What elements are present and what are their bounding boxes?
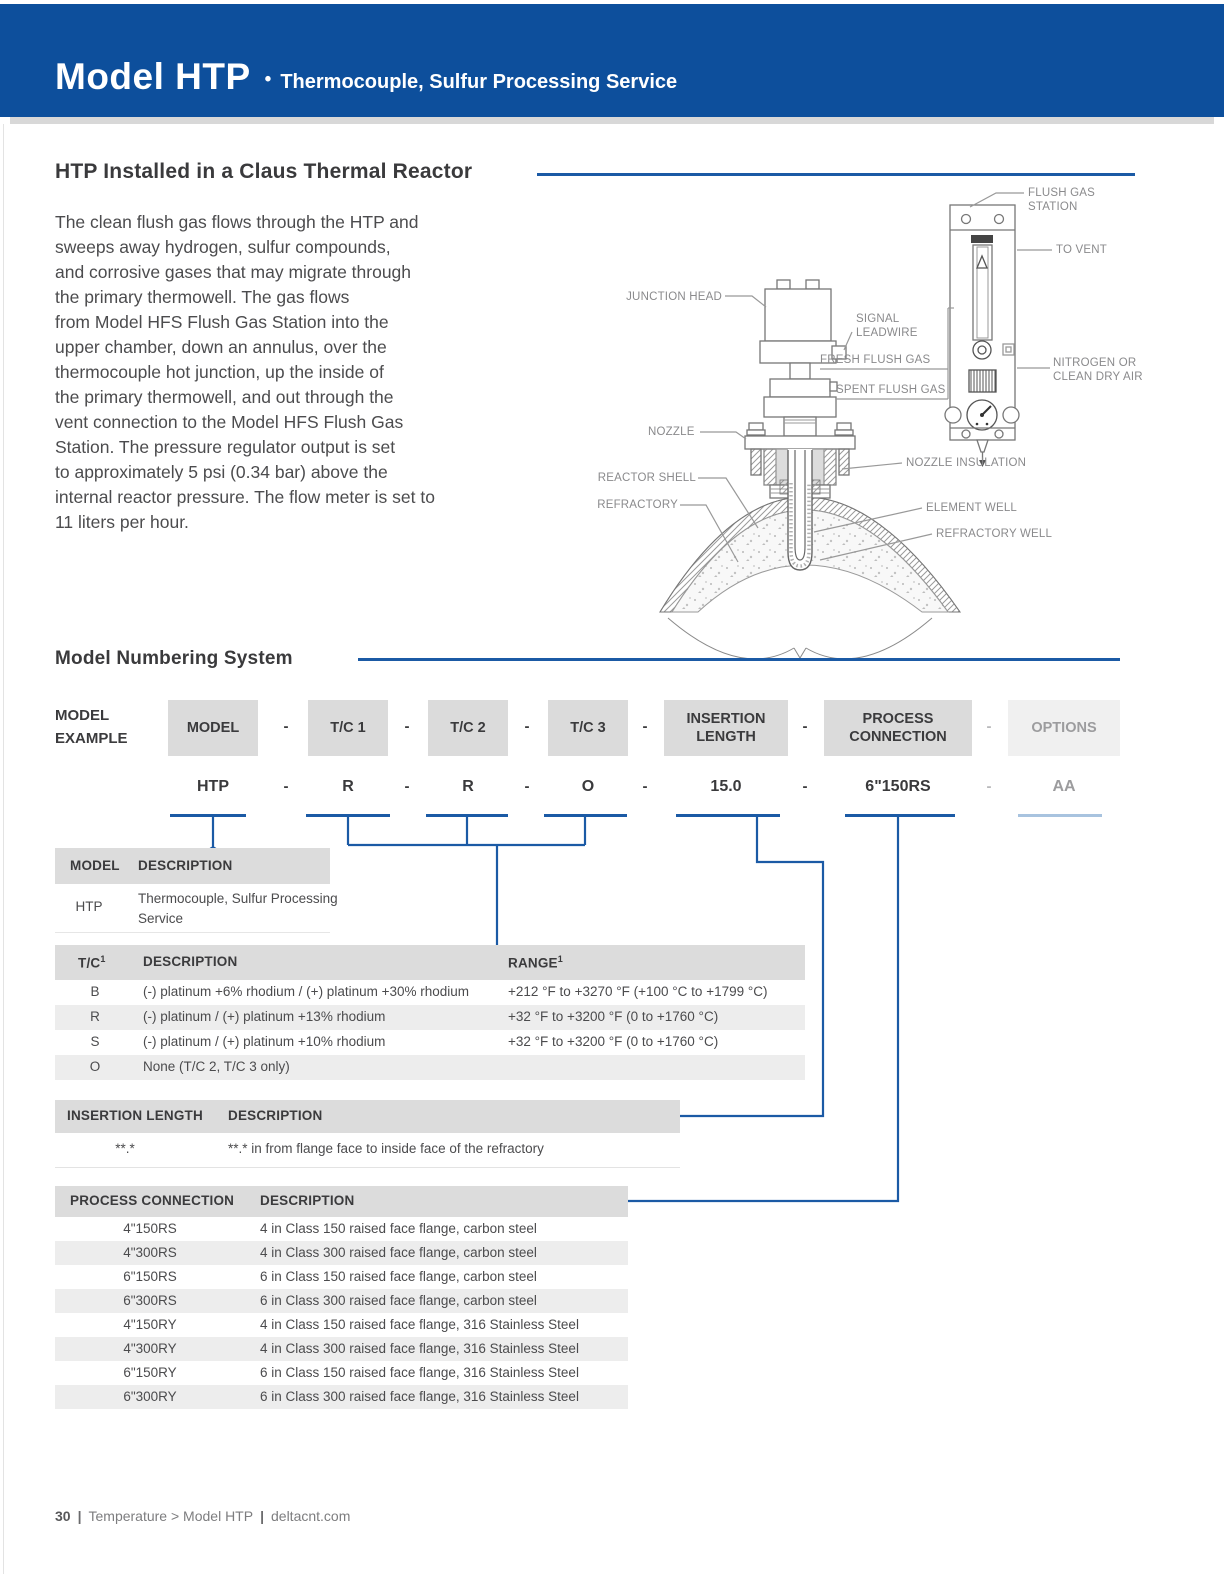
box-dash: - <box>642 718 648 735</box>
page-edge-line <box>3 124 4 1574</box>
label-nozzle: NOZZLE <box>648 426 695 438</box>
options-box: OPTIONS <box>1008 700 1120 756</box>
tc1-value: R <box>342 778 354 795</box>
section-heading-numbering: Model Numbering System <box>55 648 293 669</box>
process-row: 4"150RS 4 in Class 150 raised face flang… <box>123 1221 537 1236</box>
box-dash: - <box>283 718 289 735</box>
underline-tc3 <box>544 814 627 817</box>
process-row: 6"150RS 6 in Class 150 raised face flang… <box>123 1269 537 1284</box>
value-dash: - <box>524 778 530 795</box>
underline-tc1 <box>306 814 390 817</box>
insertion-length-box: INSERTION LENGTH <box>664 700 788 756</box>
model-table-header: MODEL DESCRIPTION <box>55 848 330 884</box>
label-nozzle-insulation: NOZZLE INSULATION <box>906 457 1027 469</box>
heading-rule <box>537 173 1135 176</box>
intro-paragraph: The clean flush gas flows through the HT… <box>55 212 435 532</box>
tc-row-s: S (-) platinum / (+) platinum +10% rhodi… <box>90 1034 719 1049</box>
label-to-vent: TO VENT <box>1056 244 1108 256</box>
page-header-band: Model HTP • Thermocouple, Sulfur Process… <box>0 4 1224 117</box>
tc-row-b: B (-) platinum +6% rhodium / (+) platinu… <box>90 984 768 999</box>
page-number: 30 <box>55 1508 71 1524</box>
flush-gas-station-drawing <box>944 204 1020 467</box>
page-title: Model HTP <box>55 56 251 97</box>
leader-lines <box>680 192 1052 563</box>
box-dash: - <box>524 718 530 735</box>
tc3-value: O <box>581 778 595 795</box>
diagram-drawing <box>659 192 1052 660</box>
tc2-box: T/C 2 <box>428 700 508 756</box>
tc-table-header: T/C1 DESCRIPTION RANGE1 <box>55 945 805 980</box>
label-fresh-flush-gas: FRESH FLUSH GAS <box>820 354 931 366</box>
page-subtitle: Thermocouple, Sulfur Processing Service <box>280 71 678 93</box>
process-connection-value: 6"150RS <box>865 778 931 795</box>
insertion-table-row: **.* **.* in from flange face to inside … <box>55 1133 680 1168</box>
label-nitrogen-clean-dry-air: NITROGEN OR CLEAN DRY AIR <box>1053 357 1143 383</box>
tc1-box: T/C 1 <box>308 700 388 756</box>
page-footer: 30|Temperature > Model HTP|deltacnt.com <box>55 1508 351 1524</box>
label-reactor-shell: REACTOR SHELL <box>597 472 696 484</box>
tc-row-o: O None (T/C 2, T/C 3 only) <box>55 1055 805 1080</box>
box-dash: - <box>404 718 410 735</box>
label-flush-gas-station: FLUSH GAS STATION <box>1028 187 1095 213</box>
value-dash: - <box>986 778 992 795</box>
tc2-value: R <box>462 778 474 795</box>
box-dash: - <box>802 718 808 735</box>
wells <box>779 450 821 571</box>
options-value: AA <box>1052 778 1076 795</box>
label-junction-head: JUNCTION HEAD <box>626 291 722 303</box>
claus-reactor-diagram: FLUSH GAS STATION TO VENT JUNCTION HEAD … <box>580 180 1180 660</box>
model-table-row: HTP Thermocouple, Sulfur Processing Serv… <box>55 884 338 933</box>
process-row: 6"300RY 6 in Class 300 raised face flang… <box>55 1385 628 1409</box>
tc3-box: T/C 3 <box>548 700 628 756</box>
label-refractory: REFRACTORY <box>597 499 678 511</box>
website: deltacnt.com <box>271 1508 351 1524</box>
header-divider <box>10 117 1214 124</box>
numbering-rule <box>358 658 1120 661</box>
label-signal-leadwire: SIGNAL LEADWIRE <box>856 313 918 339</box>
label-spent-flush-gas: SPENT FLUSH GAS <box>836 384 946 396</box>
section-heading-claus-reactor: HTP Installed in a Claus Thermal Reactor <box>55 160 473 183</box>
model-example-label: MODEL EXAMPLE <box>55 707 128 747</box>
value-dash: - <box>642 778 648 795</box>
model-value: HTP <box>197 778 229 795</box>
process-row: 4"150RY 4 in Class 150 raised face flang… <box>123 1317 579 1332</box>
process-row: 6"150RY 6 in Class 150 raised face flang… <box>123 1365 579 1380</box>
insertion-table-header: INSERTION LENGTH DESCRIPTION <box>55 1100 680 1133</box>
underline-tc2 <box>426 814 508 817</box>
underline-insertion <box>676 814 780 817</box>
label-refractory-well: REFRACTORY WELL <box>936 528 1053 540</box>
process-table-header: PROCESS CONNECTION DESCRIPTION <box>55 1186 628 1217</box>
underline-model <box>170 814 246 817</box>
process-connection-box: PROCESS CONNECTION <box>824 700 972 756</box>
underline-options <box>1018 814 1102 817</box>
process-row: 6"300RS 6 in Class 300 raised face flang… <box>55 1289 628 1313</box>
process-row: 4"300RS 4 in Class 300 raised face flang… <box>55 1241 628 1265</box>
value-dash: - <box>802 778 808 795</box>
model-box: MODEL <box>168 700 258 756</box>
underline-process <box>845 814 955 817</box>
insertion-length-value: 15.0 <box>710 778 742 795</box>
label-element-well: ELEMENT WELL <box>926 502 1018 514</box>
box-dash: - <box>986 718 992 735</box>
value-dash: - <box>283 778 289 795</box>
process-row: 4"300RY 4 in Class 300 raised face flang… <box>55 1337 628 1361</box>
breadcrumb: Temperature > Model HTP <box>88 1508 254 1524</box>
value-dash: - <box>404 778 410 795</box>
tc-row-r: R (-) platinum / (+) platinum +13% rhodi… <box>55 1005 805 1030</box>
title-bullet: • <box>264 69 272 90</box>
